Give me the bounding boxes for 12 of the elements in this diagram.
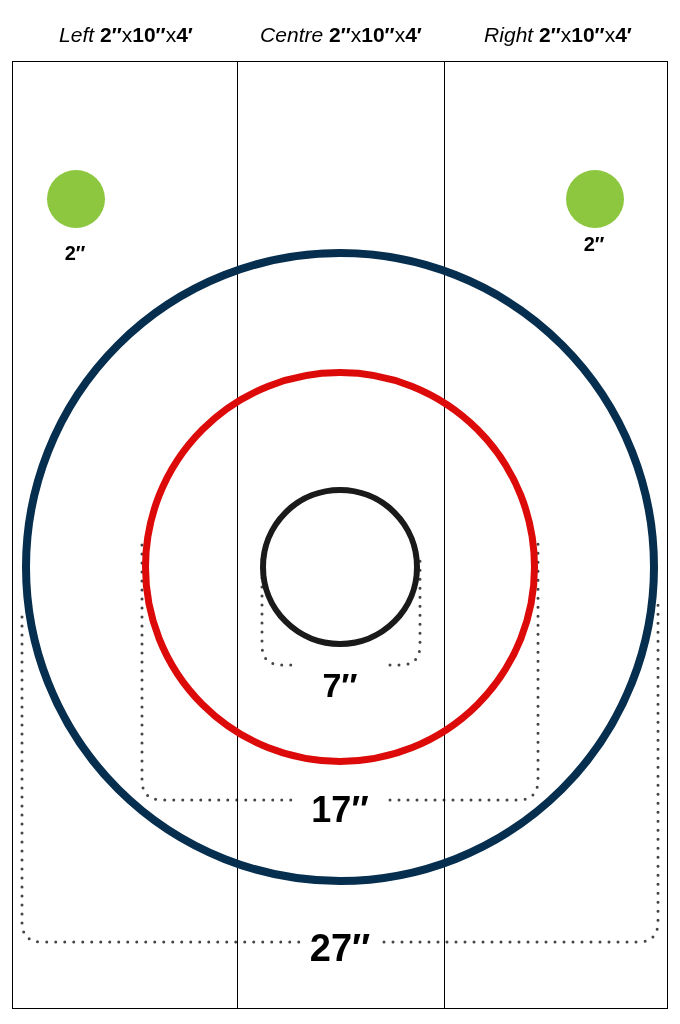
dimension-label: 2″ <box>64 243 86 263</box>
dot <box>47 170 105 228</box>
dimension-label: 2″ <box>583 234 605 254</box>
ring <box>260 487 420 647</box>
dimension-label: 17″ <box>311 792 369 828</box>
board-heading: Right 2″x10″x4′ <box>484 22 632 48</box>
dimension-label: 27″ <box>309 929 371 967</box>
board-heading: Centre 2″x10″x4′ <box>260 22 422 48</box>
board-heading: Left 2″x10″x4′ <box>59 22 193 48</box>
ring <box>142 369 538 765</box>
dot <box>566 170 624 228</box>
dimension-label: 7″ <box>322 668 358 702</box>
